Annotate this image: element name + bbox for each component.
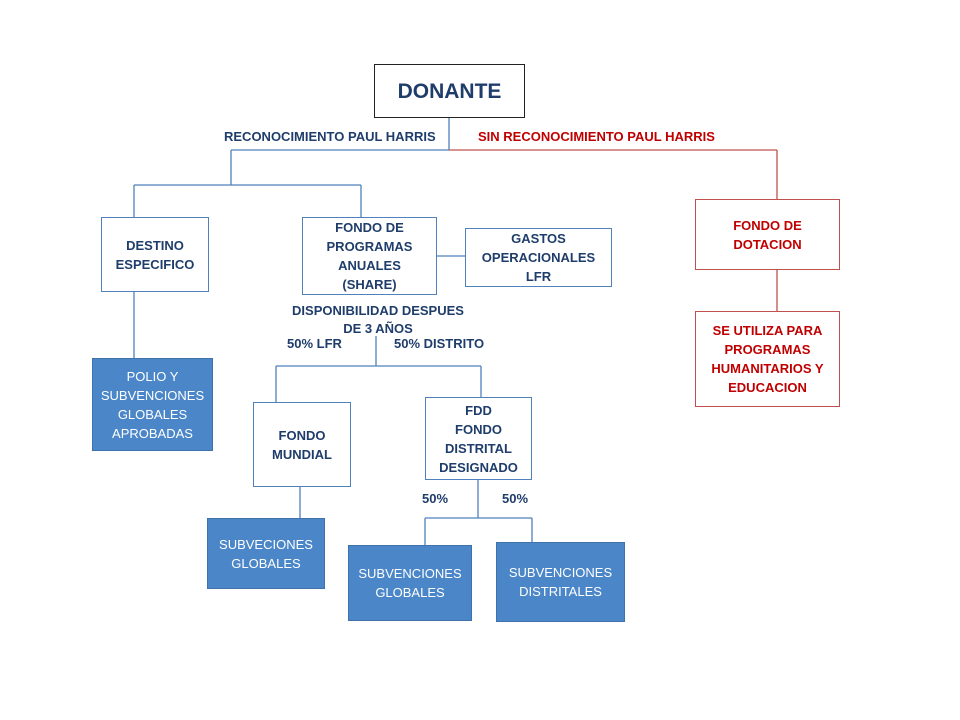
label-fdd-50-right: 50% [502,491,529,506]
node-fondo-mundial: FONDO MUNDIAL [253,402,351,487]
node-subvenciones-distritales: SUBVENCIONES DISTRITALES [496,542,625,622]
node-fdd: FDD FONDO DISTRITAL DESIGNADO [425,397,532,480]
label-50-distrito: 50% DISTRITO [394,336,485,351]
label-sin-reconocimiento-paul-harris: SIN RECONOCIMIENTO PAUL HARRIS [478,129,715,144]
node-subvenciones-globales-mundial: SUBVECIONES GLOBALES [207,518,325,589]
label-reconocimiento-paul-harris: RECONOCIMIENTO PAUL HARRIS [224,129,436,144]
node-fondo-dotacion: FONDO DE DOTACION [695,199,840,270]
node-fondo-programas-anuales: FONDO DE PROGRAMAS ANUALES (SHARE) [302,217,437,295]
node-gastos-operacionales: GASTOS OPERACIONALES LFR [465,228,612,287]
node-subvenciones-globales-fdd: SUBVENCIONES GLOBALES [348,545,472,621]
label-fdd-50-left: 50% [422,491,449,506]
node-programas-humanitarios: SE UTILIZA PARA PROGRAMAS HUMANITARIOS Y… [695,311,840,407]
label-disponibilidad: DISPONIBILIDAD DESPUES DE 3 AÑOS [292,303,464,336]
node-polio-subvenciones: POLIO Y SUBVENCIONES GLOBALES APROBADAS [92,358,213,451]
node-donante: DONANTE [374,64,525,118]
label-50-lfr: 50% LFR [287,336,342,351]
node-destino-especifico: DESTINO ESPECIFICO [101,217,209,292]
